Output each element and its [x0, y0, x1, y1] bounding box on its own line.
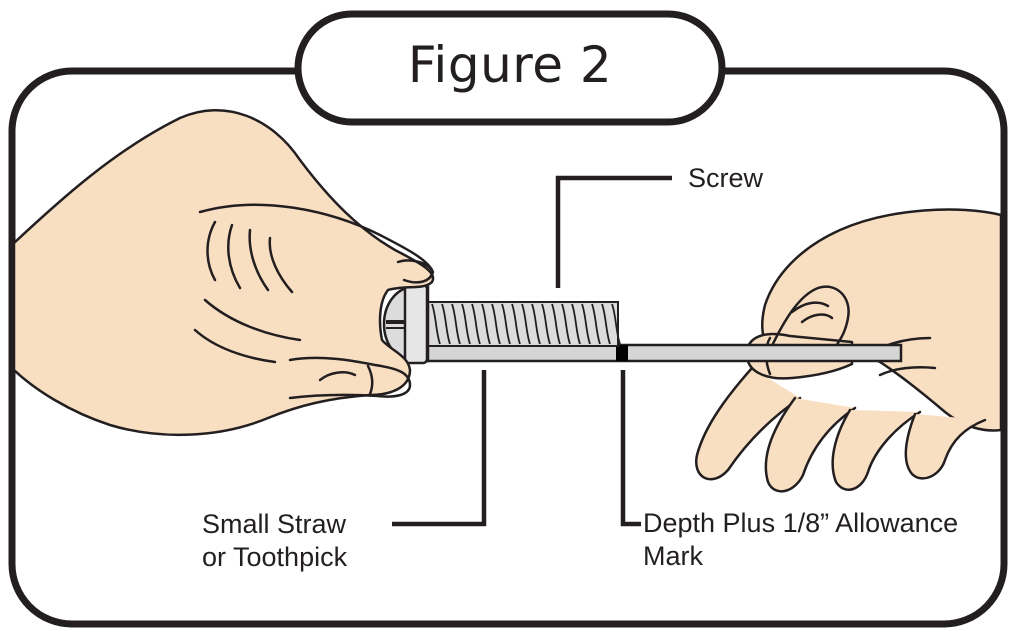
screw-thread: [471, 303, 481, 345]
screw-thread: [611, 303, 621, 345]
screw-label: Screw: [688, 163, 764, 193]
screw-thread: [441, 303, 451, 345]
straw-leader: [392, 370, 487, 527]
screw-thread: [551, 303, 561, 345]
straw-label-line-1: Small Straw: [202, 509, 347, 539]
screw-thread: [541, 303, 551, 345]
screw-thread: [431, 303, 441, 345]
screw-icon: [382, 283, 621, 365]
screw-thread: [511, 303, 521, 345]
depth-mark-label: Depth Plus 1/8” Allowance Mark: [643, 507, 958, 573]
straw-label: Small Straw or Toothpick: [202, 508, 347, 574]
leader-lines: [392, 175, 672, 527]
screw-thread: [591, 303, 601, 345]
mark-leader: [620, 370, 641, 527]
screw-thread: [451, 303, 461, 345]
depth-mark-label-line-2: Mark: [643, 541, 703, 571]
screw-thread: [531, 303, 541, 345]
depth-mark: [616, 345, 628, 361]
depth-mark-label-line-1: Depth Plus 1/8” Allowance: [643, 508, 959, 538]
screw-thread: [461, 303, 471, 345]
hand-pinching-screw-icon: [12, 109, 435, 437]
screw-thread: [481, 303, 491, 345]
screw-thread: [571, 303, 581, 345]
screw-thread: [581, 303, 591, 345]
screw-thread: [601, 303, 611, 345]
title-capsule: [294, 10, 726, 126]
figure-title: Figure 2: [407, 36, 613, 94]
screw-thread: [501, 303, 511, 345]
screw-thread: [561, 303, 571, 345]
screw-thread: [521, 303, 531, 345]
screw-leader: [555, 175, 672, 288]
straw-icon: [418, 343, 903, 363]
straw-label-line-2: or Toothpick: [202, 542, 348, 572]
screw-thread: [491, 303, 501, 345]
